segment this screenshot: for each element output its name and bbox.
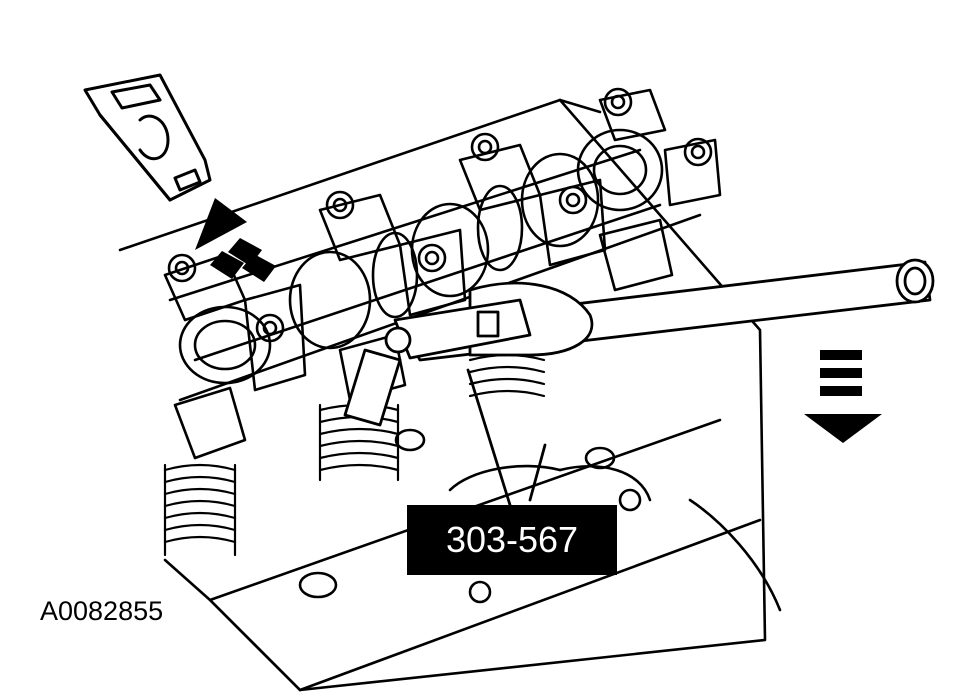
roller-follower-part [83,73,212,202]
figure-id-label: A0082855 [40,596,164,626]
rocker-arms [173,218,674,460]
bearing-caps [163,88,722,392]
arrow-down-dashed-icon [804,350,882,443]
spring-compressor-tool [343,258,935,507]
cylinder-head [118,98,782,692]
bolts [167,87,713,604]
tool-number-label: 303-567 [407,505,617,575]
arrow-up-left-dashed-icon [195,198,276,282]
